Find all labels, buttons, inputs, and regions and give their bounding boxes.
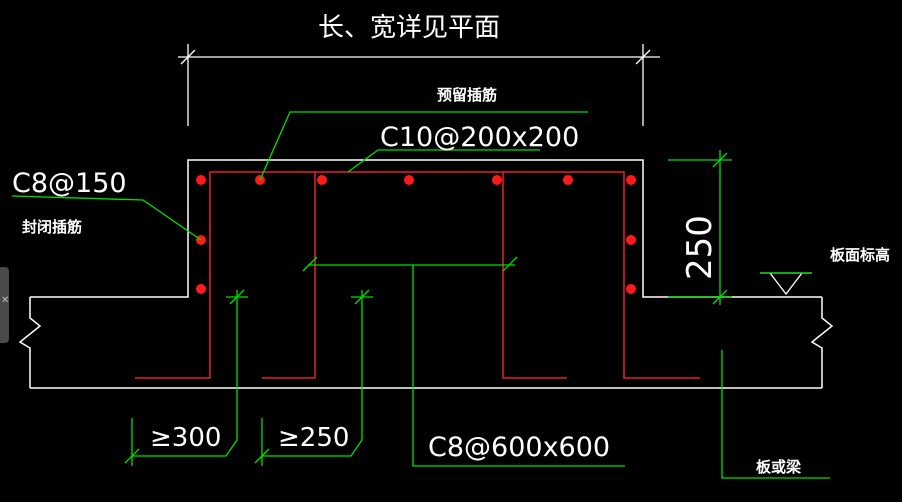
leader-bottom-mesh: [412, 265, 625, 467]
rebar-dot: [196, 284, 206, 294]
rebar-dot: [626, 284, 636, 294]
side-stirrup-label: C8@150: [12, 168, 127, 199]
anchor-300-label: ≥300: [150, 423, 221, 453]
leader-top-mesh: [347, 149, 540, 173]
inner-rebar-left: [262, 172, 316, 379]
side-panel-tab[interactable]: ✕: [0, 267, 9, 343]
rebar-dot: [492, 175, 502, 185]
rebar-dot: [626, 175, 636, 185]
top-dimension-label: 长、宽详见平面: [318, 13, 500, 43]
leader-reserved-dowel: [259, 111, 588, 181]
close-icon[interactable]: ✕: [1, 295, 10, 306]
rebar-dot: [404, 175, 414, 185]
break-mark-right: [810, 297, 834, 388]
height-value-label: 250: [680, 215, 720, 280]
anchor-300-dim: [132, 290, 238, 457]
inner-rebar-right: [502, 172, 567, 379]
elevation-symbol: [760, 272, 812, 296]
slab-elevation-label: 板面标高: [830, 246, 890, 264]
anchor-250-dim: [262, 290, 363, 457]
slab-or-beam-label: 板或梁: [756, 458, 802, 476]
rebar-dot: [317, 175, 327, 185]
green-leaders: [11, 111, 830, 479]
rebars: [135, 171, 700, 379]
top-mesh-label: C10@200x200: [380, 122, 579, 153]
outer-rebar: [135, 171, 700, 379]
rebar-dots: [196, 175, 636, 294]
rebar-dot: [626, 235, 636, 245]
leader-side-stirrup: [11, 195, 202, 241]
break-mark-left: [18, 297, 42, 388]
rebar-dot: [563, 175, 573, 185]
reserved-dowel-label: 预留插筋: [437, 86, 497, 104]
rebar-dot: [196, 175, 206, 185]
anchor-250-label: ≥250: [278, 423, 349, 453]
top-dimension: [178, 44, 660, 126]
leader-slab-or-beam: [721, 350, 830, 479]
closing-dowel-label: 封闭插筋: [22, 218, 82, 236]
bottom-mesh-label: C8@600x600: [428, 432, 610, 463]
